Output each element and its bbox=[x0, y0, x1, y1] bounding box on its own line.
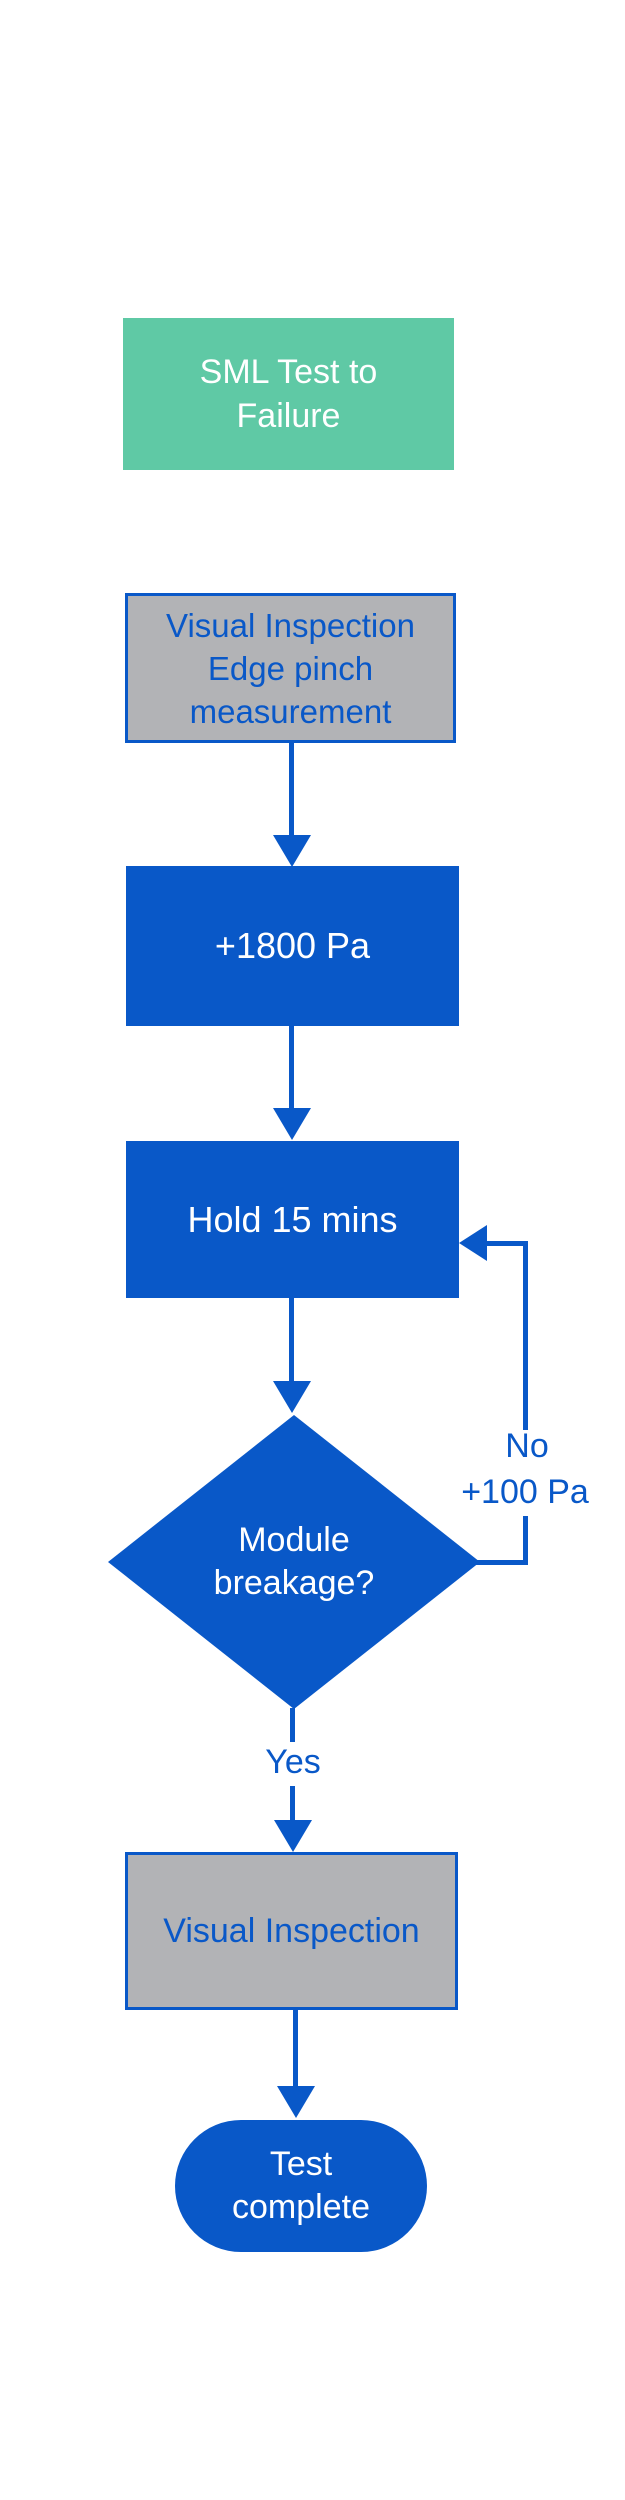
node-decision-line2: breakage? bbox=[213, 1564, 375, 1602]
node-pre-inspection-line1: Visual Inspection bbox=[166, 606, 415, 644]
node-pre-inspection: Visual Inspection Edge pinch measurement bbox=[125, 593, 456, 743]
connector-postinspection-to-end-line bbox=[293, 2010, 298, 2088]
arrow-down-icon bbox=[274, 1820, 312, 1852]
edge-no-horizontal-top-line bbox=[484, 1241, 528, 1246]
edge-no-vertical-bottom-line bbox=[523, 1516, 528, 1565]
node-pressure-label: +1800 Pa bbox=[214, 925, 371, 966]
edge-no-increment-label: +100 Pa bbox=[457, 1472, 593, 1512]
edge-no-horizontal-bottom-line bbox=[470, 1560, 528, 1565]
arrow-down-icon bbox=[273, 1381, 311, 1413]
node-pre-inspection-line3: measurement bbox=[189, 692, 392, 730]
node-post-inspection-label: Visual Inspection bbox=[163, 1911, 420, 1950]
node-end: Test complete bbox=[175, 2120, 427, 2252]
edge-yes-label: Yes bbox=[261, 1742, 325, 1782]
node-decision: Module breakage? bbox=[108, 1415, 480, 1709]
arrow-down-icon bbox=[277, 2086, 315, 2118]
node-start: SML Test to Failure bbox=[123, 318, 454, 470]
node-start-line2: Failure bbox=[236, 397, 341, 435]
edge-yes-line-upper bbox=[290, 1708, 295, 1746]
edge-no-vertical-top-line bbox=[523, 1243, 528, 1430]
node-pressure: +1800 Pa bbox=[126, 866, 459, 1026]
node-end-line2: complete bbox=[232, 2188, 370, 2226]
connector-hold-to-decision-line bbox=[289, 1298, 294, 1383]
node-post-inspection: Visual Inspection bbox=[125, 1852, 458, 2010]
connector-preinspection-to-pressure-line bbox=[289, 743, 294, 837]
node-end-line1: Test bbox=[269, 2145, 333, 2183]
connector-pressure-to-hold-line bbox=[289, 1025, 294, 1110]
edge-yes-line-lower bbox=[290, 1786, 295, 1822]
arrow-down-icon bbox=[273, 1108, 311, 1140]
arrow-left-icon bbox=[459, 1225, 487, 1261]
node-decision-line1: Module bbox=[238, 1521, 350, 1559]
node-pre-inspection-line2: Edge pinch bbox=[207, 649, 374, 687]
node-start-line1: SML Test to bbox=[199, 353, 378, 391]
node-hold-label: Hold 15 mins bbox=[187, 1198, 398, 1240]
edge-no-label: No bbox=[501, 1426, 553, 1466]
node-hold: Hold 15 mins bbox=[126, 1141, 459, 1298]
arrow-down-icon bbox=[273, 835, 311, 867]
